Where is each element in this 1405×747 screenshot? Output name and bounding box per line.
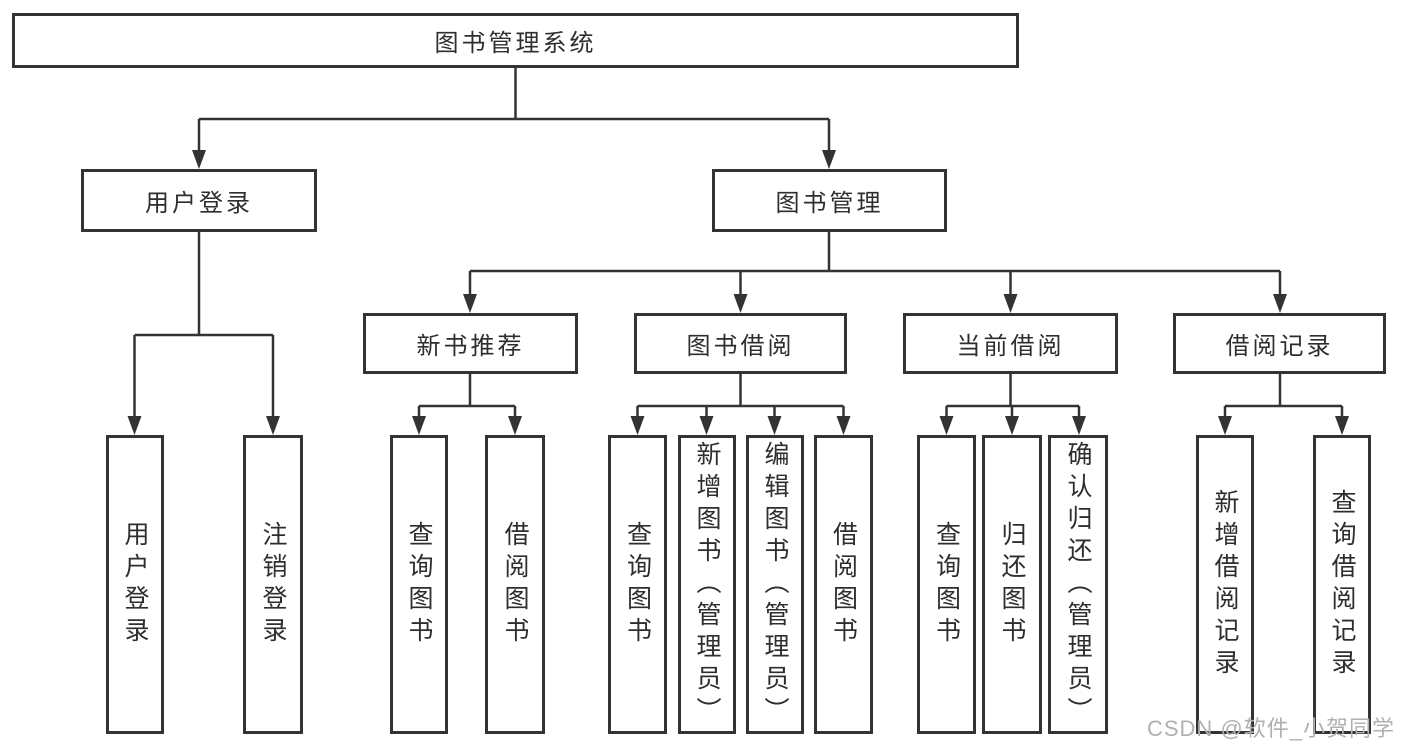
node-borrowing-records: 借阅记录 <box>1173 313 1386 374</box>
connector-book-management-branch <box>463 232 1287 313</box>
node-label: 注销登录 <box>259 520 287 649</box>
node-book-management: 图书管理 <box>712 169 947 232</box>
arrowhead-icon <box>508 416 522 435</box>
node-label: 借阅记录 <box>1225 333 1334 360</box>
connector-line <box>468 232 1282 296</box>
node-label: 图书管理 <box>775 190 884 217</box>
node-label: 图书管理系统 <box>434 30 597 57</box>
leaf-borrow-books-borrowing: 借阅图书 <box>814 435 873 734</box>
arrowhead-icon <box>836 416 851 435</box>
leaf-query-books-current: 查询图书 <box>917 435 976 734</box>
node-label: 借阅图书 <box>501 520 529 649</box>
connector-root-branch <box>192 68 836 169</box>
arrowhead-icon <box>699 416 714 435</box>
node-label: 新增图书（管理员） <box>693 440 721 729</box>
node-label: 查询图书 <box>405 520 433 649</box>
arrowhead-icon <box>1005 416 1019 435</box>
arrowhead-icon <box>1273 294 1287 313</box>
leaf-query-books-borrowing: 查询图书 <box>608 435 667 734</box>
arrowhead-icon <box>1072 416 1086 435</box>
arrowhead-icon <box>1218 416 1232 435</box>
connector-book-borrowing-branch <box>630 374 851 435</box>
arrowhead-icon <box>1335 416 1349 435</box>
node-label: 用户登录 <box>145 190 253 217</box>
arrowhead-icon <box>1003 294 1018 313</box>
node-user-login: 用户登录 <box>81 169 317 232</box>
connector-line <box>1223 374 1344 418</box>
leaf-logout: 注销登录 <box>243 435 303 734</box>
arrowhead-icon <box>192 150 206 169</box>
arrowhead-icon <box>412 416 426 435</box>
arrowhead-icon <box>733 294 748 313</box>
node-label: 查询借阅记录 <box>1328 488 1356 681</box>
arrowhead-icon <box>266 416 280 435</box>
node-label: 确认归还（管理员） <box>1064 440 1092 729</box>
connector-line <box>133 232 275 418</box>
leaf-add-book-admin: 新增图书（管理员） <box>678 435 736 734</box>
connector-borrowing-records-branch <box>1218 374 1349 435</box>
node-label: 查询图书 <box>623 520 652 649</box>
arrowhead-icon <box>127 416 142 435</box>
leaf-add-borrow-record: 新增借阅记录 <box>1196 435 1254 734</box>
node-book-borrowing: 图书借阅 <box>634 313 847 374</box>
connector-line <box>945 374 1081 418</box>
arrowhead-icon <box>939 416 954 435</box>
arrowhead-icon <box>822 150 836 169</box>
node-label: 当前借阅 <box>956 333 1065 360</box>
leaf-query-borrow-record: 查询借阅记录 <box>1313 435 1371 734</box>
node-label: 查询图书 <box>932 520 961 649</box>
leaf-return-book: 归还图书 <box>982 435 1042 734</box>
arrowhead-icon <box>767 416 782 435</box>
node-label: 用户登录 <box>121 520 149 649</box>
node-label: 新增借阅记录 <box>1211 488 1239 681</box>
node-label: 归还图书 <box>998 520 1026 649</box>
leaf-borrow-books-recommend: 借阅图书 <box>485 435 545 734</box>
node-new-book-recommendation: 新书推荐 <box>363 313 578 374</box>
node-label: 图书借阅 <box>686 333 795 360</box>
node-library-system: 图书管理系统 <box>12 13 1019 68</box>
connector-current-borrowing-branch <box>939 374 1086 435</box>
node-label: 编辑图书（管理员） <box>761 440 789 729</box>
arrowhead-icon <box>630 416 645 435</box>
csdn-watermark: CSDN @软件_小贺同学 <box>1146 716 1395 741</box>
connector-new-book-branch <box>412 374 522 435</box>
node-current-borrowing: 当前借阅 <box>903 313 1118 374</box>
leaf-edit-book-admin: 编辑图书（管理员） <box>746 435 804 734</box>
connector-line <box>417 374 517 418</box>
node-label: 借阅图书 <box>829 520 858 649</box>
arrowhead-icon <box>463 294 477 313</box>
leaf-query-books-recommend: 查询图书 <box>390 435 448 734</box>
connector-user-login-branch <box>127 232 280 435</box>
connector-line <box>197 68 831 152</box>
leaf-user-login: 用户登录 <box>106 435 164 734</box>
node-label: 新书推荐 <box>416 333 525 360</box>
leaf-confirm-return-admin: 确认归还（管理员） <box>1048 435 1108 734</box>
connector-line <box>636 374 845 418</box>
